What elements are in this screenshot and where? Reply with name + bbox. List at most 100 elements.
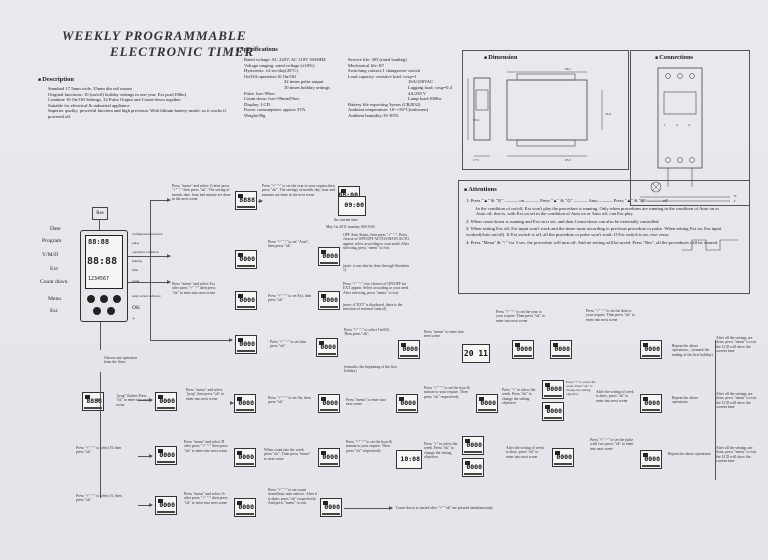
arrow-time (128, 254, 171, 258)
spec-item: 16A/250VAC (408, 79, 434, 85)
step-ext-auto: Press "+" "-" to set "Auto", then press … (268, 240, 310, 249)
connector-down (100, 322, 101, 350)
spec-item: Power consumption: approx 3VA (244, 107, 306, 113)
lcd-prog-5: 0000 (476, 394, 498, 413)
step-pulse-week: When count into the week press "ok". The… (264, 448, 311, 461)
lcd-prog-start: 8888 (82, 392, 104, 411)
lcd-digits: 0000 (159, 451, 175, 459)
spec-item: Mechanical life:10⁷ (348, 62, 385, 68)
lcd-digits: 0000 (546, 385, 562, 393)
arrow-cd-1 (138, 503, 153, 507)
lcd-pulse-7: 0000 (640, 450, 662, 469)
step-ext-off: OFF Auto Status, then press "+" "-". Pre… (343, 233, 410, 251)
step-pulse-menu: Press "menu" and select Π after press "+… (184, 440, 228, 453)
label-program: Program (42, 238, 62, 244)
spec-item: Count down 1sec-99min59sec (244, 96, 300, 102)
current-date-label: May 1st 2011 monday AM 9:00 (326, 225, 375, 229)
label-holiday: holiday (132, 259, 143, 263)
label-ext: Ext (50, 266, 58, 272)
dimension-heading: Dimension (484, 54, 517, 61)
spec-item: Display: LCD (244, 101, 270, 107)
attentions-list: 1: Press "▲" & "⊙" ——— on ——— Press "▲" … (466, 198, 722, 245)
step-holiday-menu: Press "menu" to enter into next scene (424, 330, 464, 339)
lcd-digits: 0000 (554, 345, 570, 353)
description-item: Combine 16 On/Off Settings, 32 Pulse Out… (48, 97, 181, 103)
description-item: Suitable for electrical & industrial app… (48, 102, 130, 108)
holiday-remark: (remarks: the beginning of the first hol… (344, 365, 398, 374)
step-ext-menu: Press "menu" and select Ext after press … (172, 282, 216, 295)
arrow-cd-final (344, 506, 393, 510)
lcd-pulse-4: 0000 (462, 436, 484, 455)
label-esc: Esc (50, 308, 59, 314)
plus-button[interactable] (113, 295, 121, 303)
lcd-cd-1: 0000 (155, 496, 177, 515)
lcd-ext-3: 0000 (235, 291, 257, 310)
step-time-year: Press "+" "-" to set the year to your re… (262, 184, 336, 197)
step-ext-on: Press "+" "-" to set Ext, then press "ok… (268, 294, 312, 303)
connections-panel (630, 50, 750, 206)
lcd-digits: 0000 (556, 453, 572, 461)
step-time-menu: Press "menu" and select ⊙ after press "+… (172, 184, 231, 202)
label-config: configuration function (132, 232, 163, 236)
minus-button[interactable] (93, 307, 101, 315)
label-ok: OK (132, 305, 141, 311)
connections-heading: Connections (655, 54, 693, 61)
step-pulse-after: After the setting of week is done, press… (506, 446, 544, 459)
ext-note-1: (note: it can also be done through Atten… (343, 264, 409, 273)
lcd-digits: 08:00 (338, 191, 358, 199)
lcd-ext-4: 0000 (318, 291, 340, 310)
step-cd-set: Press "+" "-" to set count down/hour, mi… (268, 488, 318, 506)
lcd-digits: 0000 (400, 399, 416, 407)
lcd-digits: 20 11 (463, 349, 488, 358)
lcd-holiday-4: 0000 (512, 340, 534, 359)
spec-item: Battery life expecting 3years (CR2032) (348, 101, 421, 107)
step-holiday-set: Press "+" "-" to set then press "ok". (270, 340, 307, 349)
step-cd-select: Press "+" "-" to select ⊙, then press "o… (76, 494, 122, 503)
ext-note-2: (note: if 'EXT' is displayed, there is t… (343, 303, 403, 312)
lcd-digits: 0000 (644, 345, 660, 353)
lcd-holiday-year: 20 11 (462, 344, 490, 363)
step-holiday-year: Press "+" "-" to set the year to your re… (496, 310, 545, 323)
label-plus: + (132, 316, 136, 322)
label-pulse: pulse (132, 241, 140, 245)
lcd-digits: 8888 (86, 397, 102, 405)
spec-item: Switching contact:1 changeover switch (348, 68, 421, 74)
line-label-l: L (734, 199, 737, 203)
lcd-top-digits: 88:88 (88, 238, 110, 246)
lcd-ext-2: 0000 (318, 247, 340, 266)
description-item: Standard 17.5mm wide, 35mm din rail moun… (48, 86, 132, 91)
res-button[interactable]: Res (92, 207, 108, 220)
prog-week-note: Press "+" to select the week, Press "ok"… (566, 380, 596, 396)
lcd-digits: 10:08 (400, 455, 420, 463)
spec-item: Lamp load:1000w (408, 96, 442, 102)
spec-item: Weight:90g (244, 112, 266, 118)
connections-drawing (640, 67, 730, 202)
lcd-time-year: 8888 (235, 191, 257, 210)
lcd-holiday-3: 0000 (398, 340, 420, 359)
step-holiday-date: Press "+" "-" to set the date to your re… (586, 309, 635, 322)
lcd-ext-1: 0000 (235, 250, 257, 269)
spec-item: Rated voltage: AC 220V, AC 110V 50/60HZ (244, 57, 326, 62)
lcd-digits: 0000 (322, 453, 338, 461)
specs-col2: Service life: 305 (rated loading) Mechan… (348, 57, 478, 119)
step-cd-final: Count down is started after "+" "ok" are… (396, 506, 494, 510)
timer-device: 88:88 88:88 1234567 (80, 230, 128, 322)
menu-button[interactable] (87, 295, 95, 303)
step-holiday-select: Press "+" "-" to select On/Off. Then pre… (344, 328, 390, 337)
spec-item: On/Off operation:16 On/Off (244, 73, 296, 79)
arrow-to-time (150, 198, 171, 202)
step-pulse-hour: Press "+" "-" to set the hour & minute t… (346, 440, 392, 453)
lcd-time-display: 09:00 (338, 196, 366, 216)
label-date: Date (50, 226, 61, 232)
lcd-digits: 0000 (238, 453, 254, 461)
dimension-d1: 17.5 (473, 158, 479, 162)
dimension-w1: 66.1 (565, 67, 571, 71)
lcd-pulse-1: 0000 (155, 446, 177, 465)
ok-button[interactable] (100, 295, 108, 303)
attention-item: In the condition of on/off, Ext won't pl… (476, 205, 720, 217)
step-prog-hour: Press "+" "-" to set the hour & minute t… (424, 386, 470, 399)
lcd-digits: 0000 (322, 399, 338, 407)
lcd-digits: 0000 (466, 463, 482, 471)
label-countdown: Count down (40, 279, 68, 285)
next-button[interactable] (107, 307, 115, 315)
